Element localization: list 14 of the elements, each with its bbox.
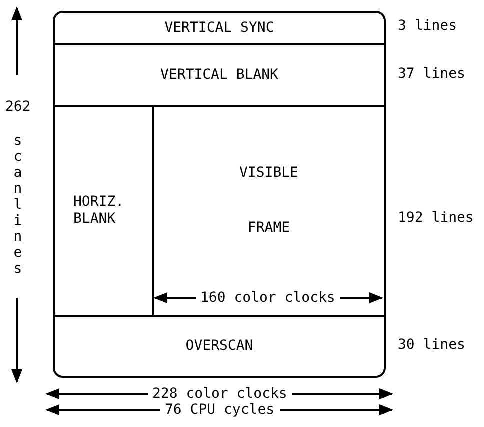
line-count: 192 lines — [398, 210, 474, 226]
line-count: 3 lines — [398, 18, 458, 34]
region-label: HORIZ. BLANK — [74, 194, 126, 228]
dimension-label: 228 color clocks — [148, 386, 292, 402]
region-label: OVERSCAN — [186, 338, 254, 355]
dimension-label: 160 color clocks — [196, 290, 340, 306]
region-label: VERTICAL BLANK — [160, 66, 278, 84]
dimension-label: 76 CPU cycles — [160, 402, 280, 418]
vertical-label: scanlines — [14, 133, 22, 277]
scanline-count: 262 — [6, 99, 31, 115]
region-label: VISIBLE FRAME — [238, 164, 300, 238]
region-label: VERTICAL SYNC — [164, 20, 274, 36]
line-count: 37 lines — [398, 66, 466, 82]
line-count: 30 lines — [398, 337, 466, 353]
